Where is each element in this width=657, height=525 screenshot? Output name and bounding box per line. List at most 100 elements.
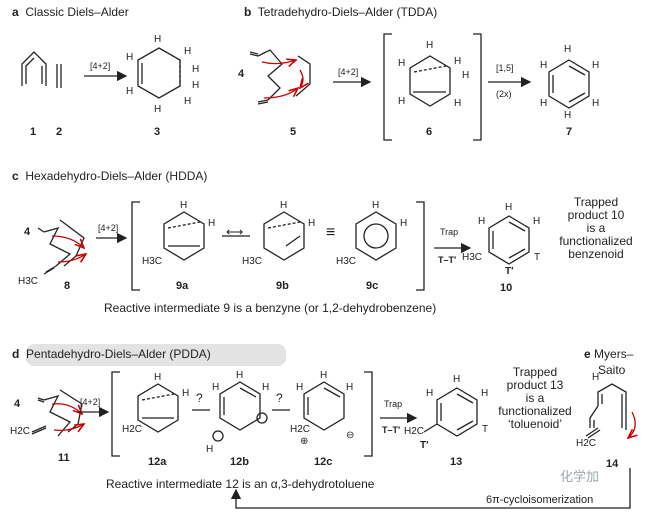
atom-h: H <box>296 382 304 393</box>
compound-label-7: 7 <box>566 126 573 138</box>
product-13-line: is a <box>525 391 545 405</box>
atom-h: H <box>184 96 192 107</box>
atom-h: H <box>154 372 162 383</box>
atom-t-prime: T′ <box>420 440 429 451</box>
bracket-9-right <box>416 201 425 291</box>
atom-h: H <box>454 56 462 67</box>
atom-h: H <box>533 216 541 227</box>
atom-h2c: H2C <box>10 426 31 437</box>
atom-h: H <box>481 388 489 399</box>
compound-12c-drawing <box>303 381 345 431</box>
panel-b-header: b Tetradehydro-Diels–Alder (TDDA) <box>244 6 437 19</box>
bracket-9-left <box>131 201 140 291</box>
trap-c-label-bottom: T–T′ <box>438 255 457 265</box>
compound-label-14: 14 <box>606 458 619 470</box>
atom-h: H <box>308 218 316 229</box>
panel-e-letter: e <box>584 347 591 361</box>
product-10-line: product 10 <box>567 208 625 222</box>
atom-h2c: H2C <box>122 424 143 435</box>
atom-h3c: H3C <box>142 256 163 267</box>
atom-h: H <box>192 64 200 75</box>
panel-c-letter: c <box>12 169 19 183</box>
charge-plus: ⊕ <box>300 436 309 447</box>
panel-d-header: d Pentadehydro-Diels–Alder (PDDA) <box>12 348 211 361</box>
compound-7-drawing <box>548 59 590 109</box>
bracket-12-left <box>111 371 120 457</box>
product-13-line: ‘toluenoid’ <box>507 417 563 431</box>
compound-label-9a: 9a <box>176 280 189 292</box>
compound-label-6: 6 <box>426 126 433 138</box>
question-mark: ? <box>276 391 283 405</box>
atom-h: H <box>426 40 434 51</box>
trap-d-label-top: Trap <box>384 399 403 409</box>
panel-b-title: Tetradehydro-Diels–Alder (TDDA) <box>257 5 438 19</box>
atom-h: H <box>236 370 244 381</box>
equivalence-symbol: ≡ <box>326 224 336 241</box>
atom-t: T <box>534 252 541 263</box>
product-13-line: Trapped <box>512 365 558 379</box>
reagent-4-label: 4 <box>24 226 31 238</box>
atom-h: H <box>398 58 406 69</box>
atom-h: H <box>320 370 328 381</box>
atom-h: H <box>372 200 380 211</box>
product-10-line: Trapped <box>573 195 619 209</box>
atom-h: H <box>212 382 220 393</box>
compound-9c-drawing <box>355 211 397 261</box>
panel-c-caption: Reactive intermediate 9 is a benzyne (or… <box>104 301 437 315</box>
atom-h: H <box>592 372 600 383</box>
product-10-line: functionalized <box>559 234 633 248</box>
compound-label-9b: 9b <box>276 280 289 292</box>
atom-h2c: H2C <box>576 438 597 449</box>
atom-h: H <box>184 46 192 57</box>
atom-h: H <box>206 444 214 455</box>
atom-h: H <box>564 110 572 121</box>
product-13-description: Trapped product 13 is a functionalized ‘… <box>492 366 578 431</box>
atom-h: H <box>540 98 548 109</box>
compound-10-drawing <box>488 215 530 265</box>
atom-h: H <box>462 70 470 81</box>
arrow-b2-label-bottom: (2x) <box>496 89 512 99</box>
compound-label-10: 10 <box>500 282 513 294</box>
atom-h3c: H3C <box>336 256 357 267</box>
atom-h: H <box>208 218 216 229</box>
panel-a-letter: a <box>12 5 19 19</box>
compound-12b-drawing <box>212 381 268 442</box>
atom-h: H <box>154 104 162 115</box>
atom-h: H <box>154 34 162 45</box>
atom-h: H <box>398 96 406 107</box>
compound-2-drawing <box>56 64 62 88</box>
compound-11-drawing <box>31 389 84 437</box>
compound-6-drawing <box>409 55 451 107</box>
charge-minus: ⊖ <box>346 430 355 441</box>
compound-label-11: 11 <box>58 452 70 464</box>
panel-d-title-shade <box>26 344 286 366</box>
bracket-6-right <box>473 33 482 141</box>
arrow-c-label: [4+2] <box>98 223 119 233</box>
atom-h: H <box>192 80 200 91</box>
atom-h: H <box>180 200 188 211</box>
compound-label-8: 8 <box>64 280 71 292</box>
atom-h: H <box>592 98 600 109</box>
arrow-b1-label: [4+2] <box>338 67 359 77</box>
atom-h: H <box>126 86 134 97</box>
atom-h2c: H2C <box>404 426 425 437</box>
compound-label-1: 1 <box>30 126 37 138</box>
compound-label-12b: 12b <box>230 456 249 468</box>
compound-label-13: 13 <box>450 456 463 468</box>
atom-t: T <box>482 424 489 435</box>
compound-14-drawing <box>585 383 635 438</box>
atom-h: H <box>505 202 513 213</box>
compound-1-drawing <box>21 51 47 86</box>
bracket-6-left <box>383 33 392 141</box>
arrow-a-label: [4+2] <box>90 61 111 71</box>
compound-label-5: 5 <box>290 126 297 138</box>
compound-label-12a: 12a <box>148 456 167 468</box>
panel-d-caption: Reactive intermediate 12 is an α,3-dehyd… <box>106 477 375 491</box>
atom-h: H <box>454 98 462 109</box>
compound-3-drawing <box>137 47 181 99</box>
product-10-line: benzenoid <box>568 247 624 261</box>
compound-label-2: 2 <box>56 126 63 138</box>
atom-h: H <box>426 388 434 399</box>
